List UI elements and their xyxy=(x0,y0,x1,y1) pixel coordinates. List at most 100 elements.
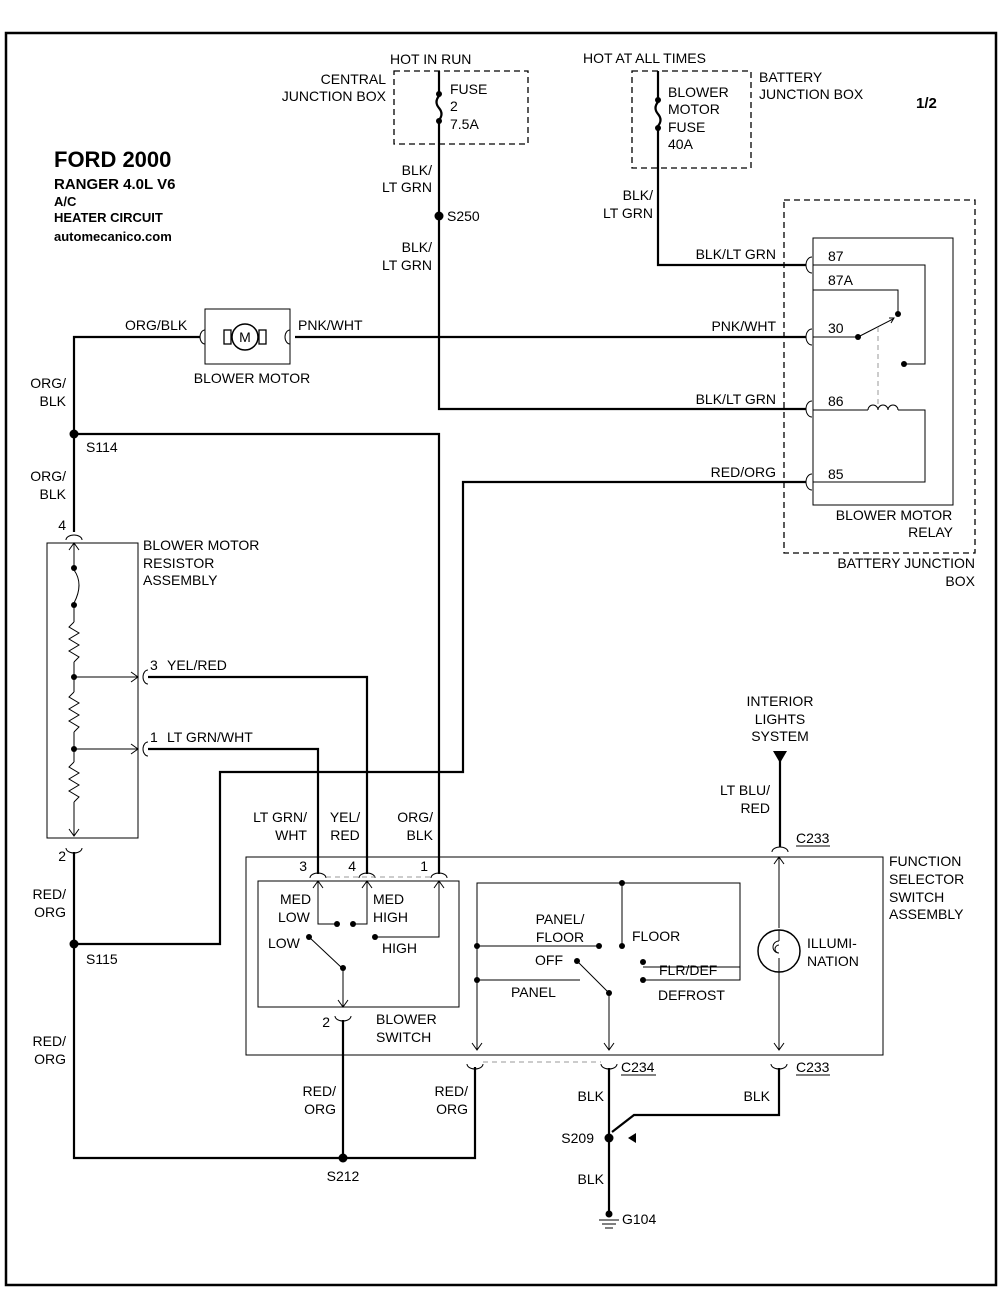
switch-pin-3: 3 xyxy=(299,858,307,874)
resistor-label-3: ASSEMBLY xyxy=(143,572,218,588)
sw-med-low-2: LOW xyxy=(278,909,311,925)
bm-fuse-label-4: 40A xyxy=(668,136,694,152)
splice-s212 xyxy=(338,1153,348,1163)
sw-med-high-1: MED xyxy=(373,891,404,907)
connector-c234: C234 xyxy=(621,1059,655,1075)
blower-motor-label: BLOWER MOTOR xyxy=(194,370,310,386)
ground-g104-label: G104 xyxy=(622,1211,656,1227)
blower-motor-fuse-icon xyxy=(654,71,662,168)
bm-fuse-label-1: BLOWER xyxy=(668,84,729,100)
model: RANGER 4.0L V6 xyxy=(54,176,175,193)
fuse-2-label-3: 7.5A xyxy=(450,116,479,132)
illumination-bulb-icon xyxy=(757,856,801,1051)
fs-flr-def: FLR/DEF xyxy=(659,962,717,978)
wire-red-org-85 xyxy=(74,480,806,946)
wire-label-lt-blu: LT BLU/ xyxy=(720,782,770,798)
sw-med-high-2: HIGH xyxy=(373,909,408,925)
wire-label-blk-sw: BLK xyxy=(407,827,434,843)
page-number: 1/2 xyxy=(916,95,937,112)
central-junction-box xyxy=(393,70,529,145)
wire-label-blk-1: BLK/ xyxy=(402,162,432,178)
wire-label-blk-6: BLK xyxy=(578,1088,605,1104)
splice-s115 xyxy=(69,939,79,949)
wire-label-ltgrn-2: LT GRN xyxy=(382,257,432,273)
wire-label-red-3: RED/ xyxy=(303,1083,337,1099)
central-jb-label-1: CENTRAL xyxy=(321,71,387,87)
battery-junction-box-relay xyxy=(783,199,976,554)
fs-defrost: DEFROST xyxy=(658,987,725,1003)
splice-s209 xyxy=(604,1133,614,1143)
wire-label-org-blk: ORG/BLK xyxy=(125,317,188,333)
hot-at-all-times-label: HOT AT ALL TIMES xyxy=(583,50,706,66)
wire-label-red-4: RED/ xyxy=(435,1083,469,1099)
switch-pin-1: 1 xyxy=(420,858,428,874)
pin-86: 86 xyxy=(828,393,844,409)
splice-s209-label: S209 xyxy=(561,1130,594,1146)
fuse-2-icon xyxy=(435,71,443,144)
connector-c233-top: C233 xyxy=(796,830,830,846)
fss-label-3: SWITCH xyxy=(889,889,944,905)
pin-30: 30 xyxy=(828,320,844,336)
wire-red-org-resistor xyxy=(72,852,477,1160)
wire-label-blk-5: BLK xyxy=(40,486,67,502)
wire-label-pnk-wht-motor: PNK/WHT xyxy=(298,317,363,333)
blower-switch-label-1: BLOWER xyxy=(376,1011,437,1027)
wire-label-blk-7: BLK xyxy=(744,1088,771,1104)
sw-high: HIGH xyxy=(382,940,417,956)
wire-label-yel-red: YEL/RED xyxy=(167,657,227,673)
page-frame xyxy=(4,31,998,1287)
wire-label-red-1: RED/ xyxy=(33,886,67,902)
illum-label-1: ILLUMI- xyxy=(807,935,857,951)
motor-icon: M xyxy=(223,323,267,351)
splice-s212-label: S212 xyxy=(327,1168,360,1184)
wire-label-org-6: ORG xyxy=(436,1101,468,1117)
resistor-pin-4: 4 xyxy=(58,517,66,533)
fs-panel-floor-1: PANEL/ xyxy=(536,911,585,927)
fs-floor: FLOOR xyxy=(632,928,680,944)
pin-85: 85 xyxy=(828,466,844,482)
wire-label-ltgrn-1: LT GRN xyxy=(382,179,432,195)
wire-lt-grn-wht xyxy=(148,747,320,874)
resistor-pin-2: 2 xyxy=(58,848,66,864)
blower-motor xyxy=(204,308,291,365)
wire-label-blk-4: BLK xyxy=(40,393,67,409)
wire-label-wht-sw: WHT xyxy=(275,827,307,843)
wire-label-org-sw: ORG/ xyxy=(397,809,433,825)
wire-blk-lt-grn-to-86 xyxy=(437,216,806,411)
wire-label-blk-2: BLK/ xyxy=(402,239,432,255)
wire-label-86: BLK/LT GRN xyxy=(696,391,776,407)
resistor-label-2: RESISTOR xyxy=(143,555,214,571)
fss-label-1: FUNCTION xyxy=(889,853,961,869)
battery-jb-label-1: BATTERY xyxy=(759,69,823,85)
relay-label-1: BLOWER MOTOR xyxy=(836,507,952,523)
interior-label-2: LIGHTS xyxy=(755,711,806,727)
pin-87: 87 xyxy=(828,248,844,264)
resistor-network-icon xyxy=(68,543,139,837)
wire-label-red-sw: RED xyxy=(330,827,360,843)
switch-pin-2: 2 xyxy=(322,1014,330,1030)
fuse-2-label-1: FUSE xyxy=(450,81,487,97)
ground-icon xyxy=(599,1210,619,1229)
blower-motor-resistor-assembly xyxy=(46,542,139,839)
interior-label-3: SYSTEM xyxy=(751,728,809,744)
wire-label-blk-8: BLK xyxy=(578,1171,605,1187)
resistor-pin-3: 3 xyxy=(150,657,158,673)
wire-label-red-2: RED/ xyxy=(33,1033,67,1049)
battery-jb2-label-1: BATTERY JUNCTION xyxy=(837,555,975,571)
fss-label-2: SELECTOR xyxy=(889,871,964,887)
switch-pin-4: 4 xyxy=(348,858,356,874)
wire-label-lt-grn-wht: LT GRN/WHT xyxy=(167,729,253,745)
wire-label-org-1: ORG/ xyxy=(30,375,66,391)
wire-org-blk-to-switch xyxy=(74,432,441,874)
fss-label-4: ASSEMBLY xyxy=(889,906,964,922)
central-jb-label-2: JUNCTION BOX xyxy=(282,88,387,104)
pin-87a: 87A xyxy=(828,272,854,288)
fs-panel-floor-2: FLOOR xyxy=(536,929,584,945)
blower-switch xyxy=(257,880,460,1008)
wire-label-pnk-wht-relay: PNK/WHT xyxy=(711,318,776,334)
s209-marker-icon xyxy=(628,1133,636,1143)
wire-label-org-5: ORG xyxy=(304,1101,336,1117)
wire-label-red-5: RED xyxy=(740,800,770,816)
battery-junction-box-fuse xyxy=(631,70,752,169)
